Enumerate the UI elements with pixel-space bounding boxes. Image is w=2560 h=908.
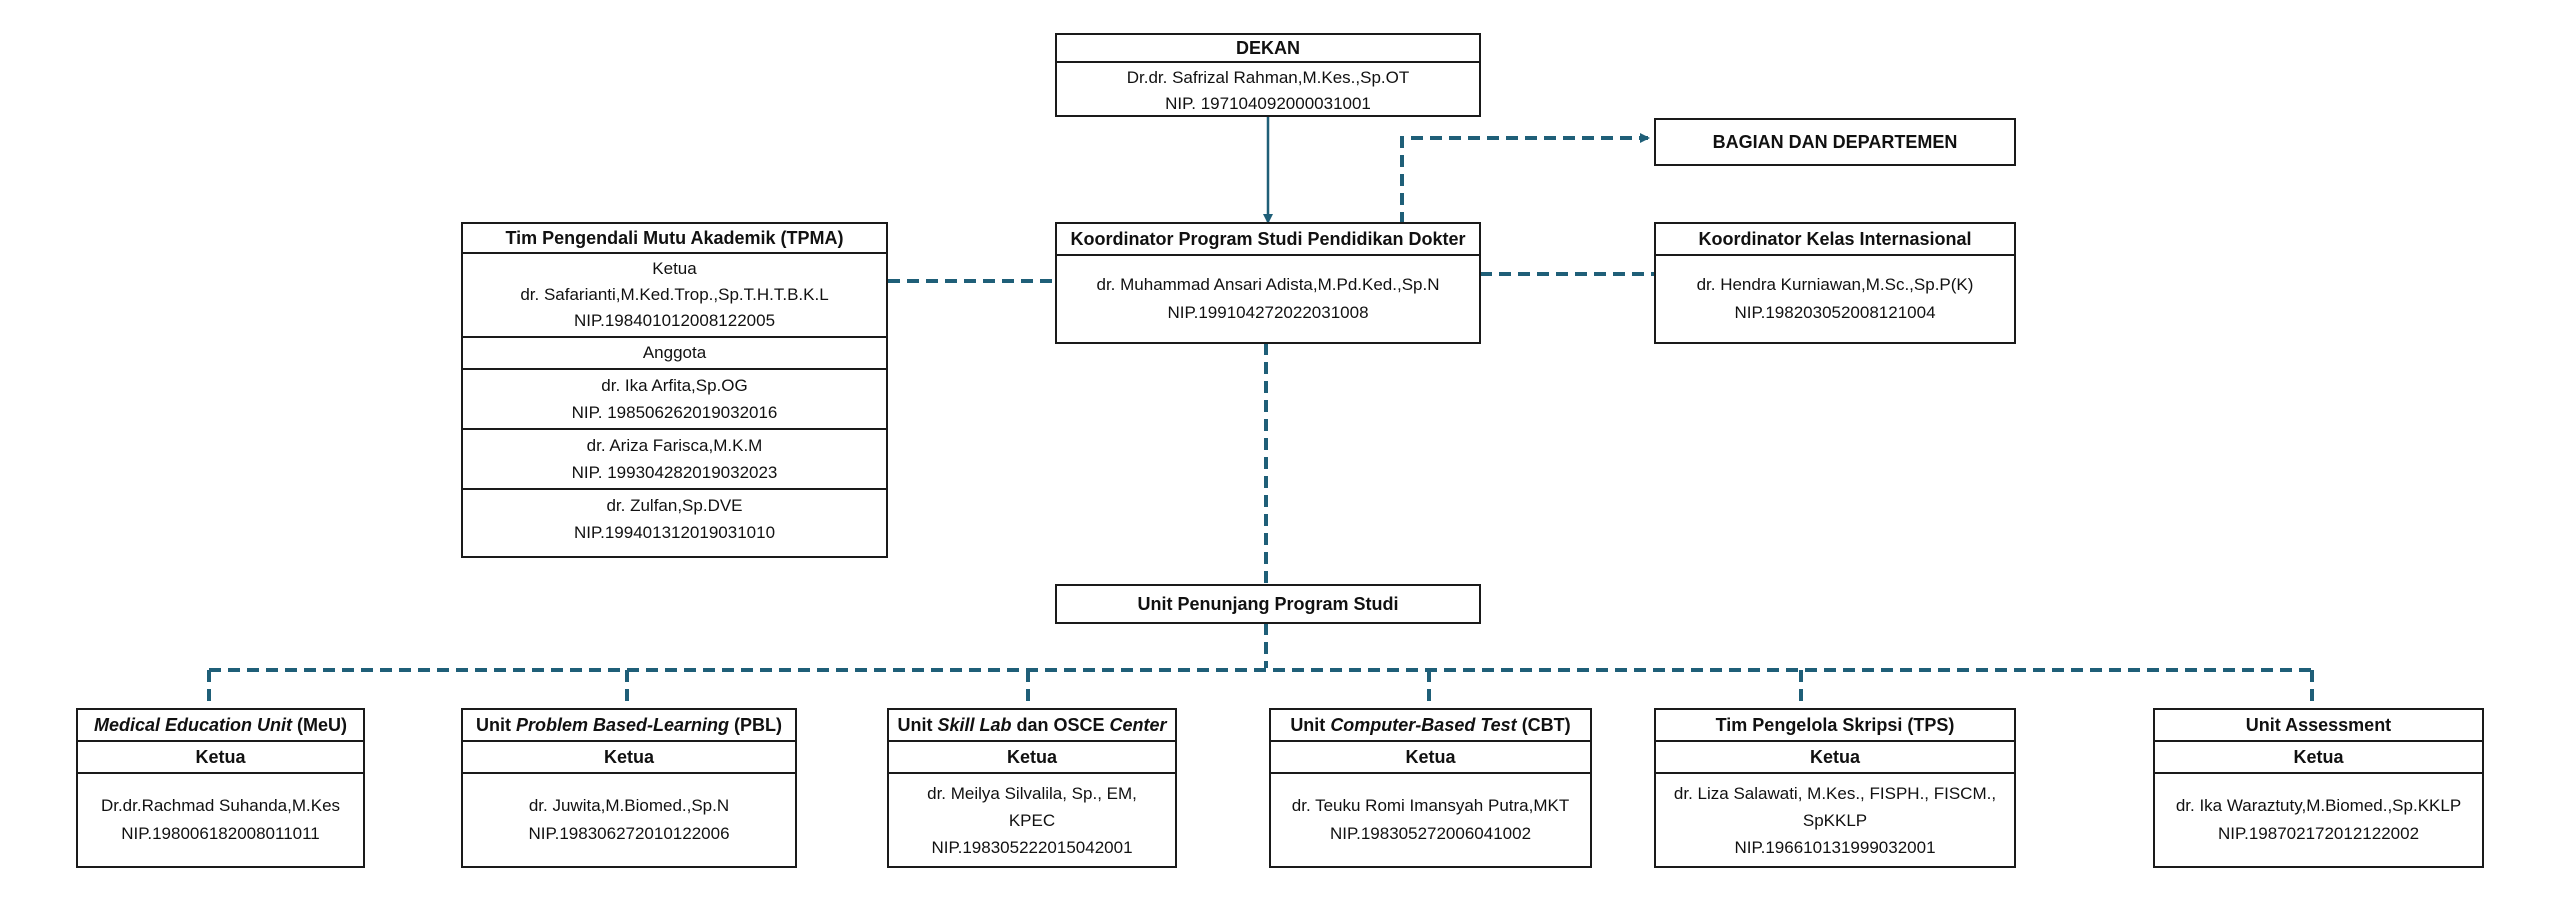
unit-assessment-nip: NIP.198702172012122002 <box>2217 824 2420 843</box>
tpma-box: Tim Pengendali Mutu Akademik (TPMA) Ketu… <box>461 222 888 558</box>
unit-penunjang-title: Unit Penunjang Program Studi <box>1137 594 1399 614</box>
koordinator-prodi-name: dr. Muhammad Ansari Adista,M.Pd.Ked.,Sp.… <box>1096 275 1440 294</box>
unit-pbl-nip: NIP.198306272010122006 <box>528 824 730 843</box>
unit-skill-lab-name-line1: dr. Meilya Silvalila, Sp., EM, <box>927 783 1137 803</box>
unit-tps-title: Tim Pengelola Skripsi (TPS) <box>1656 710 2014 742</box>
koordinator-kelas-box: Koordinator Kelas Internasional dr. Hend… <box>1654 222 2016 344</box>
koordinator-prodi-nip: NIP.199104272022031008 <box>1167 303 1369 322</box>
unit-tps-ketua-label: Ketua <box>1656 742 2014 774</box>
bagian-title: BAGIAN DAN DEPARTEMEN <box>1712 132 1958 152</box>
dekan-nip: NIP. 197104092000031001 <box>1165 94 1371 113</box>
unit-skill-lab-title-mid: dan OSCE <box>1011 715 1110 735</box>
unit-pbl-name: dr. Juwita,M.Biomed.,Sp.N <box>528 796 730 815</box>
unit-assessment-ketua-label: Ketua <box>2155 742 2482 774</box>
tpma-ketua-name: dr. Safarianti,M.Ked.Trop.,Sp.T.H.T.B.K.… <box>520 285 829 304</box>
koordinator-prodi-box: Koordinator Program Studi Pendidikan Dok… <box>1055 222 1481 344</box>
unit-assessment-title: Unit Assessment <box>2155 710 2482 742</box>
unit-pbl-title-suffix: (PBL) <box>729 715 783 735</box>
unit-skill-lab-ketua-label: Ketua <box>889 742 1175 774</box>
tpma-anggota-3-name: dr. Zulfan,Sp.DVE <box>606 496 743 515</box>
unit-tps-nip: NIP.196610131999032001 <box>1734 837 1936 857</box>
unit-cbt-title-italic: Computer-Based Test <box>1330 715 1517 735</box>
unit-meu-box: Medical Education Unit (MeU) Ketua Dr.dr… <box>76 708 365 868</box>
tpma-anggota-1-name: dr. Ika Arfita,Sp.OG <box>601 376 748 395</box>
tpma-ketua-label: Ketua <box>652 259 697 278</box>
unit-skill-lab-title-italic: Skill Lab <box>937 715 1012 735</box>
koordinator-kelas-nip: NIP.198203052008121004 <box>1734 303 1936 322</box>
unit-penunjang-box: Unit Penunjang Program Studi <box>1055 584 1481 624</box>
unit-meu-ketua-label: Ketua <box>78 742 363 774</box>
unit-cbt-name: dr. Teuku Romi Imansyah Putra,MKT <box>1291 796 1570 815</box>
unit-meu-title-italic: Medical Education Unit <box>93 715 293 735</box>
unit-meu-title-suffix: (MeU) <box>292 715 348 735</box>
unit-cbt-ketua-label: Ketua <box>1271 742 1590 774</box>
unit-meu-name: Dr.dr.Rachmad Suhanda,M.Kes <box>100 796 341 815</box>
tpma-anggota-1: dr. Ika Arfita,Sp.OG NIP. 19850626201903… <box>463 370 886 430</box>
unit-tps-name-line2: SpKKLP <box>1802 810 1868 830</box>
unit-skill-lab-box: Unit Skill Lab dan OSCE Center Ketua dr.… <box>887 708 1177 868</box>
unit-pbl-title: Unit Problem Based-Learning (PBL) <box>463 710 795 742</box>
koordinator-kelas-name: dr. Hendra Kurniawan,M.Sc.,Sp.P(K) <box>1696 275 1974 294</box>
tpma-anggota-2-name: dr. Ariza Farisca,M.K.M <box>586 436 763 455</box>
unit-assessment-box: Unit Assessment Ketua dr. Ika Waraztuty,… <box>2153 708 2484 868</box>
tpma-title: Tim Pengendali Mutu Akademik (TPMA) <box>463 224 886 254</box>
tpma-anggota-1-nip: NIP. 198506262019032016 <box>571 403 778 422</box>
unit-tps-name-line1: dr. Liza Salawati, M.Kes., FISPH., FISCM… <box>1673 783 1997 803</box>
unit-assessment-name: dr. Ika Waraztuty,M.Biomed.,Sp.KKLP <box>2175 796 2462 815</box>
unit-skill-lab-title: Unit Skill Lab dan OSCE Center <box>889 710 1175 742</box>
unit-pbl-title-prefix: Unit <box>475 715 516 735</box>
unit-skill-lab-title-italic2: Center <box>1109 715 1167 735</box>
unit-cbt-title: Unit Computer-Based Test (CBT) <box>1271 710 1590 742</box>
tpma-anggota-3: dr. Zulfan,Sp.DVE NIP.199401312019031010 <box>463 490 886 548</box>
tpma-anggota-3-nip: NIP.199401312019031010 <box>573 523 776 542</box>
unit-cbt-nip: NIP.198305272006041002 <box>1329 824 1532 843</box>
unit-cbt-box: Unit Computer-Based Test (CBT) Ketua dr.… <box>1269 708 1592 868</box>
dekan-title: DEKAN <box>1057 35 1479 63</box>
unit-cbt-title-suffix: (CBT) <box>1516 715 1571 735</box>
unit-pbl-title-italic: Problem Based-Learning <box>515 715 730 735</box>
unit-pbl-box: Unit Problem Based-Learning (PBL) Ketua … <box>461 708 797 868</box>
line-koordinator-to-bagian <box>1400 133 1650 224</box>
dekan-name: Dr.dr. Safrizal Rahman,M.Kes.,Sp.OT <box>1126 68 1410 87</box>
unit-meu-title: Medical Education Unit (MeU) <box>78 710 363 742</box>
tpma-ketua-section: Ketua dr. Safarianti,M.Ked.Trop.,Sp.T.H.… <box>463 254 886 338</box>
bagian-box: BAGIAN DAN DEPARTEMEN <box>1654 118 2016 166</box>
unit-skill-lab-name-line2: KPEC <box>1008 810 1056 830</box>
unit-tps-box: Tim Pengelola Skripsi (TPS) Ketua dr. Li… <box>1654 708 2016 868</box>
koordinator-kelas-title: Koordinator Kelas Internasional <box>1656 224 2014 256</box>
tpma-ketua-nip: NIP.198401012008122005 <box>573 311 776 330</box>
dekan-box: DEKAN Dr.dr. Safrizal Rahman,M.Kes.,Sp.O… <box>1055 33 1481 117</box>
tpma-anggota-label: Anggota <box>463 338 886 370</box>
unit-cbt-title-prefix: Unit <box>1290 715 1331 735</box>
tpma-anggota-2-nip: NIP. 199304282019032023 <box>571 463 778 482</box>
unit-skill-lab-nip: NIP.198305222015042001 <box>931 837 1133 857</box>
unit-skill-lab-title-prefix: Unit <box>897 715 938 735</box>
tpma-anggota-2: dr. Ariza Farisca,M.K.M NIP. 19930428201… <box>463 430 886 490</box>
unit-pbl-ketua-label: Ketua <box>463 742 795 774</box>
koordinator-prodi-title: Koordinator Program Studi Pendidikan Dok… <box>1057 224 1479 256</box>
unit-meu-nip: NIP.198006182008011011 <box>121 824 320 843</box>
